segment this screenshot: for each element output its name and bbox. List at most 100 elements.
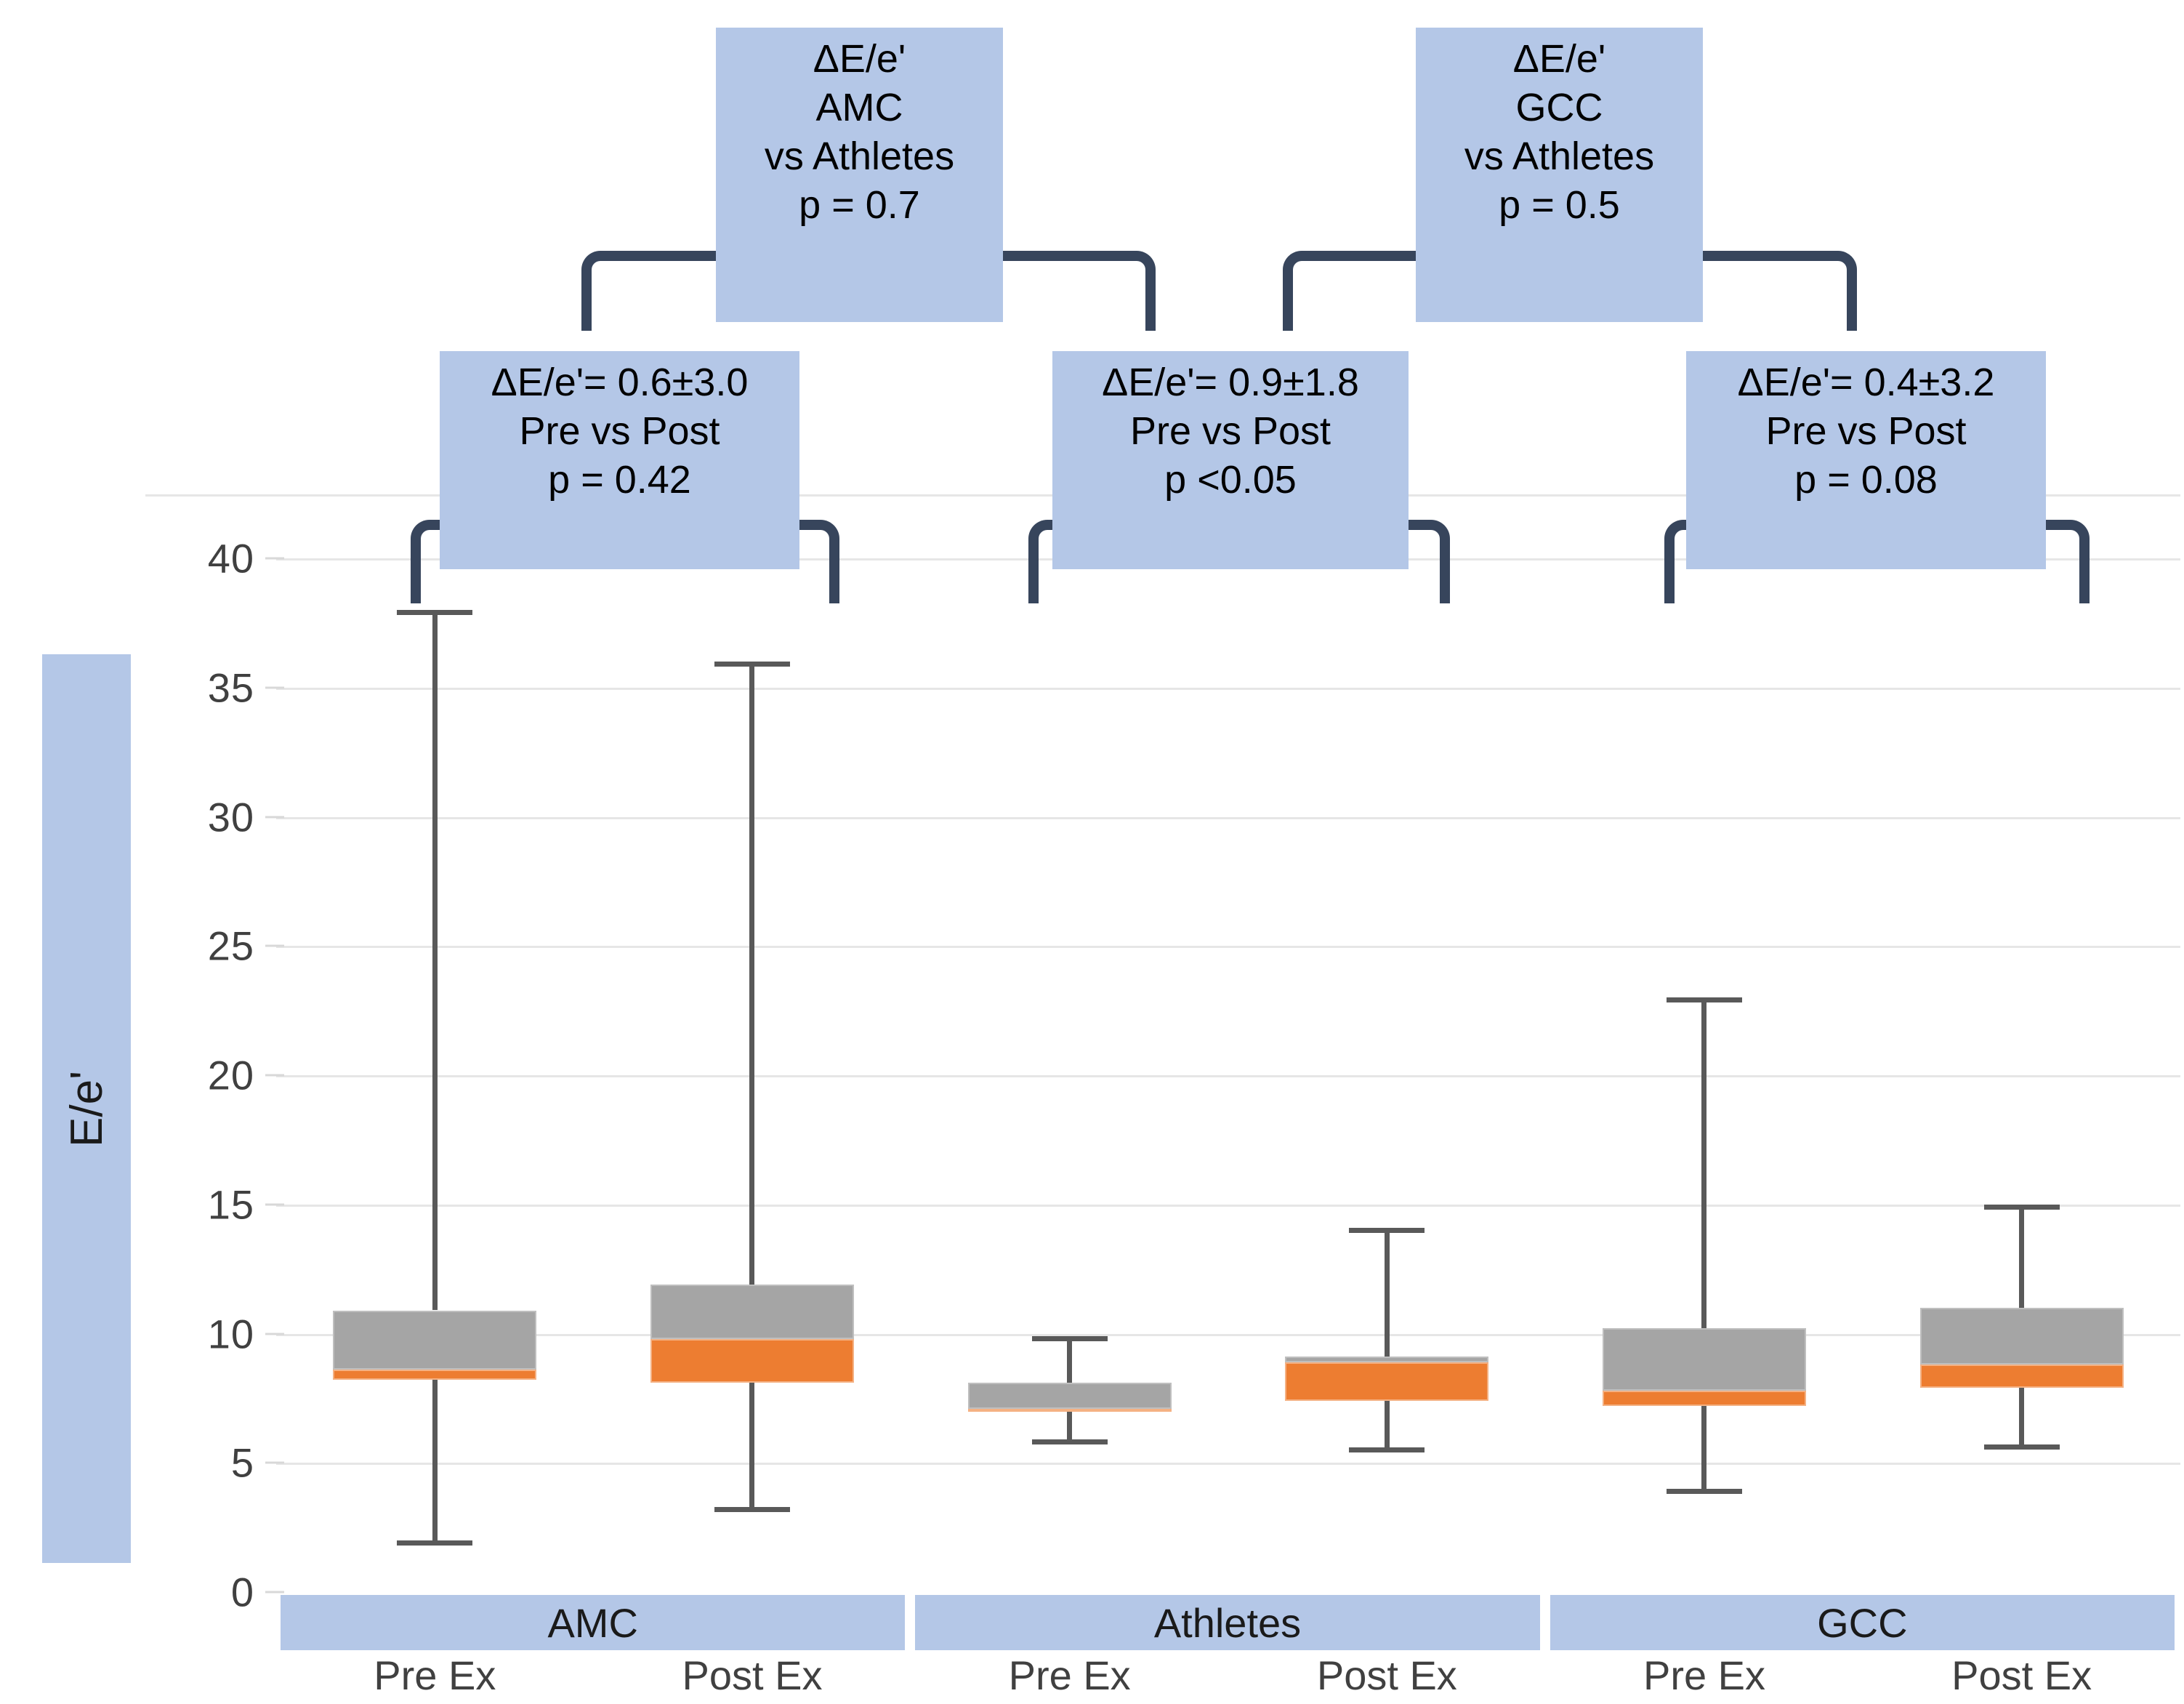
box-q1-to-median <box>333 1370 537 1381</box>
annotation-line-3: vs Athletes <box>1464 134 1655 178</box>
annotation-line-4: p = 0.5 <box>1499 182 1620 227</box>
y-axis-title-label: E/e' <box>61 1070 112 1147</box>
lower-whisker <box>432 1380 438 1540</box>
box-plot-athletes-pre-ex <box>911 558 1228 1592</box>
box-plot-gcc-post-ex <box>1863 558 2180 1592</box>
annotation-line-4: p = 0.7 <box>799 182 920 227</box>
upper-whisker-cap <box>714 662 790 667</box>
y-axis-tick-15: 15 <box>207 1181 254 1228</box>
gridline-15 <box>276 1204 2180 1207</box>
box-q1-to-median <box>1285 1362 1489 1401</box>
annotation-athletes-pre-vs-post: ΔE/e'= 0.9±1.8 Pre vs Post p <0.05 <box>1052 351 1409 569</box>
category-band-label: AMC <box>547 1599 638 1646</box>
lower-whisker <box>1067 1411 1073 1440</box>
annotation-amc-pre-vs-post: ΔE/e'= 0.6±3.0 Pre vs Post p = 0.42 <box>440 351 799 569</box>
y-tick-mark <box>265 944 284 947</box>
annotation-line-1: ΔE/e'= 0.6±3.0 <box>491 361 749 404</box>
y-axis-tick-10: 10 <box>207 1311 254 1357</box>
x-axis-tick-label: Pre Ex <box>1008 1652 1131 1698</box>
box-q1-to-median <box>967 1408 1172 1412</box>
y-tick-mark <box>265 1333 284 1335</box>
gridline-35 <box>276 687 2180 690</box>
y-axis-tick-40: 40 <box>207 535 254 582</box>
y-axis-tick-20: 20 <box>207 1052 254 1098</box>
box-median-to-q3 <box>967 1383 1172 1409</box>
x-axis-tick-label: Post Ex <box>1951 1652 2092 1698</box>
lower-whisker <box>749 1383 755 1507</box>
lower-whisker-cap <box>1349 1447 1425 1452</box>
upper-whisker-cap <box>1666 997 1742 1003</box>
y-axis-tick-35: 35 <box>207 664 254 711</box>
plot-area <box>276 558 2180 1592</box>
box-median-to-q3 <box>650 1284 854 1339</box>
y-axis-tick-labels: 40 35 30 25 20 15 10 5 0 <box>145 536 254 1615</box>
upper-whisker-cap <box>1349 1227 1425 1233</box>
y-tick-mark <box>265 1461 284 1464</box>
upper-whisker <box>2019 1204 2025 1308</box>
box-plot-amc-post-ex <box>594 558 911 1592</box>
upper-whisker-cap <box>1983 1204 2060 1210</box>
category-band-athletes: Athletes <box>915 1595 1540 1650</box>
annotation-line-2: Pre vs Post <box>1129 409 1331 453</box>
category-band-label: GCC <box>1817 1599 1908 1646</box>
box-q1-to-median <box>1602 1390 1806 1407</box>
gridline-30 <box>276 816 2180 819</box>
y-tick-mark <box>265 1203 284 1206</box>
box-median-to-q3 <box>1919 1307 2124 1365</box>
box-plot-amc-pre-ex <box>276 558 594 1592</box>
x-axis-tick-label: Pre Ex <box>1643 1652 1766 1698</box>
annotation-line-1: ΔE/e'= 0.9±1.8 <box>1102 361 1359 404</box>
y-tick-mark <box>265 1074 284 1077</box>
lower-whisker <box>2019 1388 2025 1445</box>
annotation-line-3: p <0.05 <box>1164 457 1297 502</box>
box-median-to-q3 <box>333 1310 537 1370</box>
annotation-gcc-pre-vs-post: ΔE/e'= 0.4±3.2 Pre vs Post p = 0.08 <box>1686 351 2046 569</box>
annotation-line-2: GCC <box>1515 85 1603 129</box>
y-axis-tick-30: 30 <box>207 794 254 840</box>
box-plot-gcc-pre-ex <box>1546 558 1863 1592</box>
upper-whisker <box>1067 1336 1073 1383</box>
lower-whisker-cap <box>1031 1439 1108 1445</box>
annotation-gcc-vs-athletes: ΔE/e' GCC vs Athletes p = 0.5 <box>1416 28 1703 322</box>
box-plot-athletes-post-ex <box>1228 558 1546 1592</box>
annotation-line-2: Pre vs Post <box>519 409 720 453</box>
annotation-line-3: p = 0.42 <box>548 457 691 502</box>
box-median-to-q3 <box>1285 1357 1489 1362</box>
gridline-20 <box>276 1075 2180 1077</box>
upper-whisker <box>749 662 755 1285</box>
gridline-10 <box>276 1333 2180 1336</box>
annotation-line-3: vs Athletes <box>764 134 955 178</box>
category-band-gcc: GCC <box>1550 1595 2175 1650</box>
y-tick-mark <box>265 557 284 560</box>
lower-whisker-cap <box>1983 1444 2060 1450</box>
box-q1-to-median <box>1919 1365 2124 1388</box>
x-axis-tick-label: Pre Ex <box>374 1652 496 1698</box>
category-band-amc: AMC <box>281 1595 906 1650</box>
box-median-to-q3 <box>1602 1328 1806 1391</box>
upper-whisker-cap <box>1031 1336 1108 1342</box>
annotation-line-2: Pre vs Post <box>1765 409 1967 453</box>
y-axis-tick-5: 5 <box>230 1439 254 1486</box>
category-band-label: Athletes <box>1153 1599 1302 1646</box>
upper-whisker <box>432 610 438 1311</box>
x-axis-tick-label: Post Ex <box>682 1652 823 1698</box>
box-q1-to-median <box>650 1338 854 1383</box>
x-axis-tick-label: Post Ex <box>1316 1652 1457 1698</box>
annotation-line-1: ΔE/e'= 0.4±3.2 <box>1737 361 1995 404</box>
y-axis-title: E/e' <box>42 654 131 1563</box>
y-tick-mark <box>265 686 284 689</box>
upper-whisker-cap <box>397 610 473 616</box>
annotation-line-3: p = 0.08 <box>1794 457 1938 502</box>
annotation-line-1: ΔE/e' <box>1512 37 1606 81</box>
lower-whisker <box>1701 1406 1707 1489</box>
annotation-amc-vs-athletes: ΔE/e' AMC vs Athletes p = 0.7 <box>716 28 1003 322</box>
y-tick-mark <box>265 1591 284 1594</box>
gridline-25 <box>276 946 2180 949</box>
lower-whisker-cap <box>714 1506 790 1512</box>
annotation-line-1: ΔE/e' <box>813 37 906 81</box>
lower-whisker-cap <box>397 1540 473 1546</box>
y-axis-tick-0: 0 <box>230 1569 254 1615</box>
lower-whisker <box>1384 1400 1390 1447</box>
y-axis-tick-25: 25 <box>207 923 254 969</box>
